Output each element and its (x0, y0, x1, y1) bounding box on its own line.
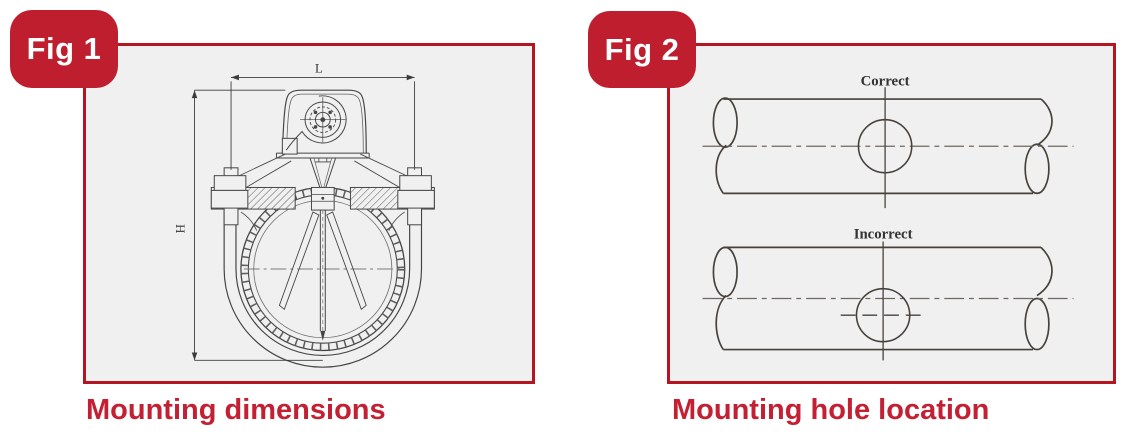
fig1-caption: Mounting dimensions (86, 394, 386, 426)
saddle-strap (223, 210, 423, 368)
meter-head (275, 89, 370, 159)
clamp-bolt-right (397, 167, 435, 226)
clamp-bolt-left (210, 167, 249, 226)
insertion-probe (278, 210, 367, 341)
correct-label: Correct (861, 73, 910, 89)
fig2-badge-label: Fig 2 (604, 31, 680, 67)
mounting-dimensions-drawing: L H (174, 62, 435, 368)
figure-panel-mounting-hole-location: Correct Incorrect (667, 43, 1116, 384)
mounting-hole-location-drawing: Correct Incorrect (702, 73, 1074, 361)
incorrect-label: Incorrect (854, 227, 913, 243)
pipe-drawing-incorrect (702, 241, 1074, 361)
fig1-badge-label: Fig 1 (26, 31, 102, 66)
meter-neck (309, 157, 337, 211)
fig2-badge: Fig 2 (588, 11, 696, 88)
fig1-badge: Fig 1 (10, 10, 118, 88)
fig2-caption: Mounting hole location (672, 394, 990, 426)
dimension-label-h: H (174, 224, 188, 233)
dimension-lines (191, 74, 416, 361)
figure-panel-mounting-dimensions: L H (83, 43, 535, 384)
pipe-drawing-correct (702, 87, 1074, 209)
dimension-label-l: L (315, 62, 323, 76)
